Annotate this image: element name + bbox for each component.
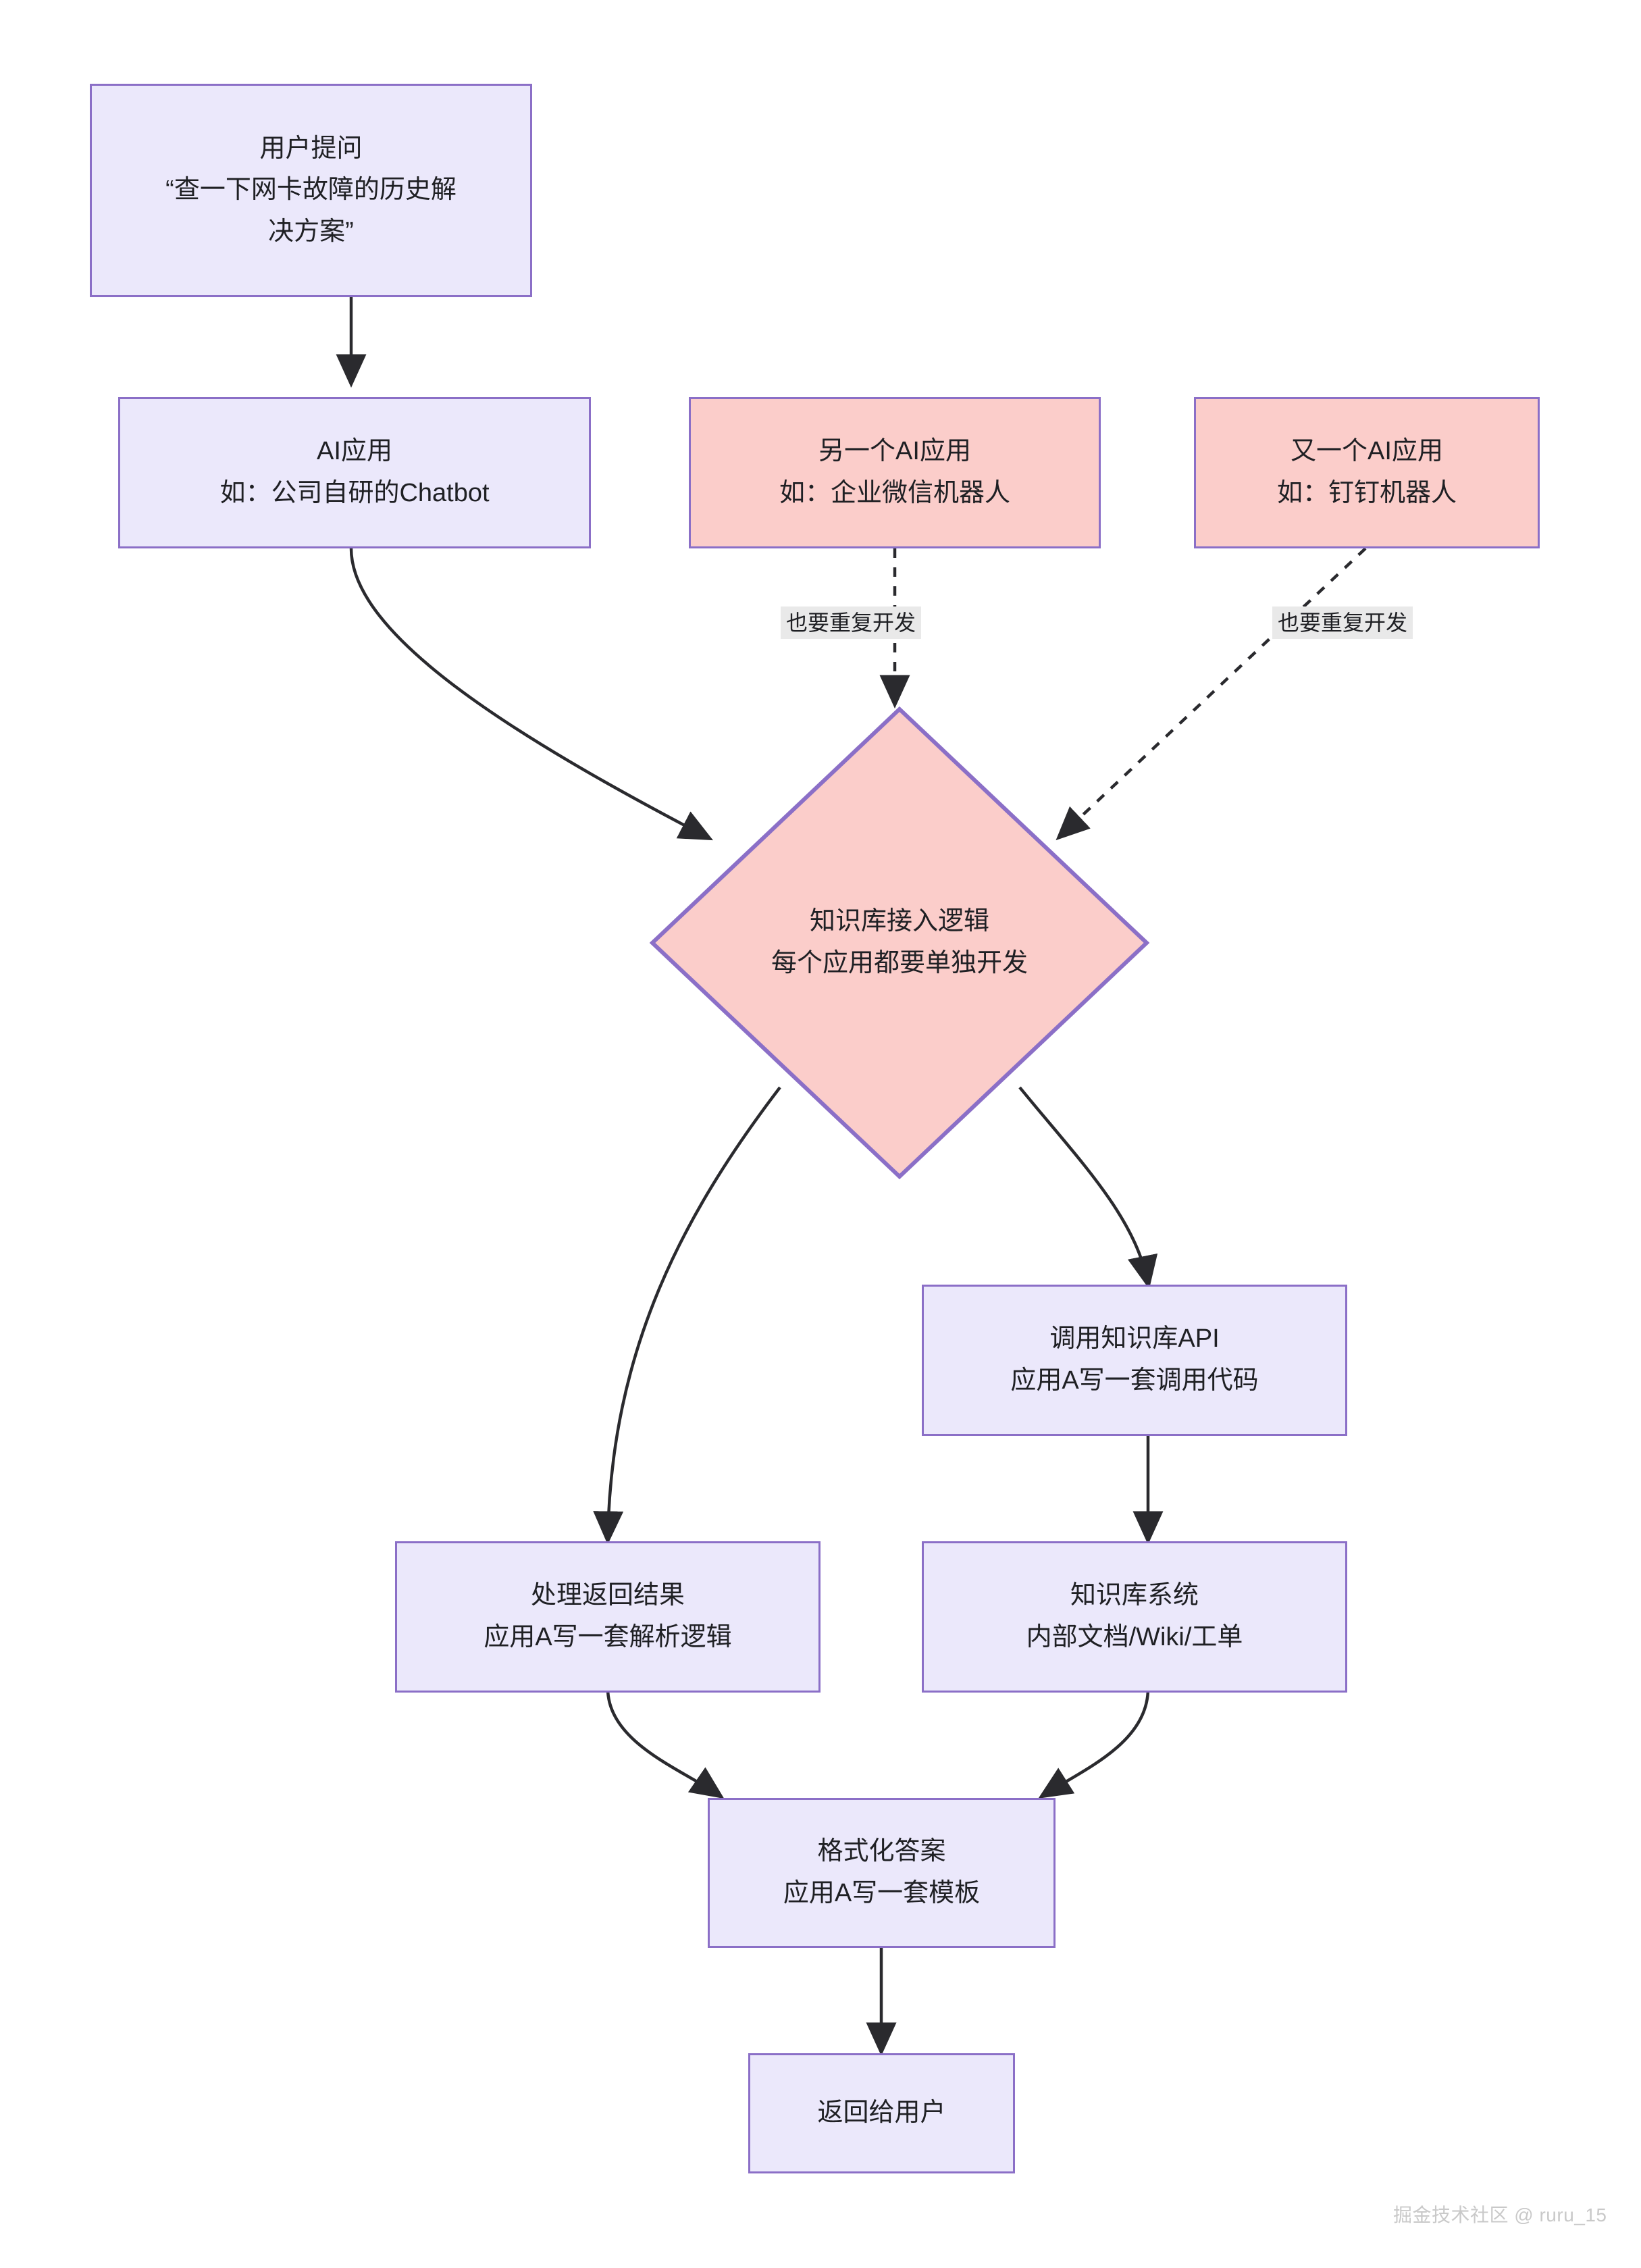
node-call-kb-api[interactable]: 调用知识库API 应用A写一套调用代码 <box>922 1285 1347 1436</box>
edge-kb-system-to-format-answer <box>1038 1688 1150 1799</box>
node-ai-app-line-1: AI应用 <box>317 437 392 466</box>
node-user-question-line-1: 用户提问 <box>259 134 363 163</box>
node-user-question-line-2: “查一下网卡故障的历史解 <box>165 176 457 205</box>
node-yet-another-ai-app-line-2: 如：钉钉机器人 <box>1276 479 1457 507</box>
node-kb-access-logic[interactable]: 知识库接入逻辑 每个应用都要单独开发 <box>650 706 1149 1179</box>
node-process-result[interactable]: 处理返回结果 应用A写一套解析逻辑 <box>395 1541 820 1693</box>
node-format-answer-line-1: 格式化答案 <box>817 1837 946 1866</box>
node-another-ai-app-line-1: 另一个AI应用 <box>818 437 971 466</box>
node-return-to-user-line-1: 返回给用户 <box>817 2098 946 2128</box>
edge-label-another-repeat: 也要重复开发 <box>781 607 922 639</box>
watermark-text: 掘金技术社区 @ ruru_15 <box>1393 2205 1607 2225</box>
node-call-kb-api-line-2: 应用A写一套调用代码 <box>1010 1366 1259 1395</box>
node-process-result-line-2: 应用A写一套解析逻辑 <box>484 1623 732 1651</box>
node-user-question[interactable]: 用户提问 “查一下网卡故障的历史解 决方案” <box>90 84 532 297</box>
node-yet-another-ai-app[interactable]: 又一个AI应用 如：钉钉机器人 <box>1194 397 1540 548</box>
edge-label-yetanother-repeat: 也要重复开发 <box>1272 607 1413 639</box>
node-process-result-line-1: 处理返回结果 <box>530 1581 685 1610</box>
node-kb-system-line-1: 知识库系统 <box>1070 1581 1199 1610</box>
node-another-ai-app-line-2: 如：企业微信机器人 <box>779 479 1010 507</box>
node-format-answer-line-2: 应用A写一套模板 <box>783 1879 981 1907</box>
node-call-kb-api-line-1: 调用知识库API <box>1049 1324 1220 1354</box>
node-kb-system[interactable]: 知识库系统 内部文档/Wiki/工单 <box>922 1541 1347 1693</box>
node-another-ai-app[interactable]: 另一个AI应用 如：企业微信机器人 <box>689 397 1101 548</box>
node-return-to-user[interactable]: 返回给用户 <box>748 2053 1015 2173</box>
node-format-answer[interactable]: 格式化答案 应用A写一套模板 <box>708 1798 1056 1948</box>
diamond-shape <box>650 706 1149 1179</box>
node-user-question-line-3: 决方案” <box>268 217 354 246</box>
node-kb-system-line-2: 内部文档/Wiki/工单 <box>1026 1623 1243 1651</box>
node-ai-app-line-2: 如：公司自研的Chatbot <box>219 479 490 507</box>
node-yet-another-ai-app-line-1: 又一个AI应用 <box>1291 437 1443 466</box>
node-ai-app[interactable]: AI应用 如：公司自研的Chatbot <box>118 397 591 548</box>
edge-process-result-to-format-answer <box>606 1688 725 1799</box>
